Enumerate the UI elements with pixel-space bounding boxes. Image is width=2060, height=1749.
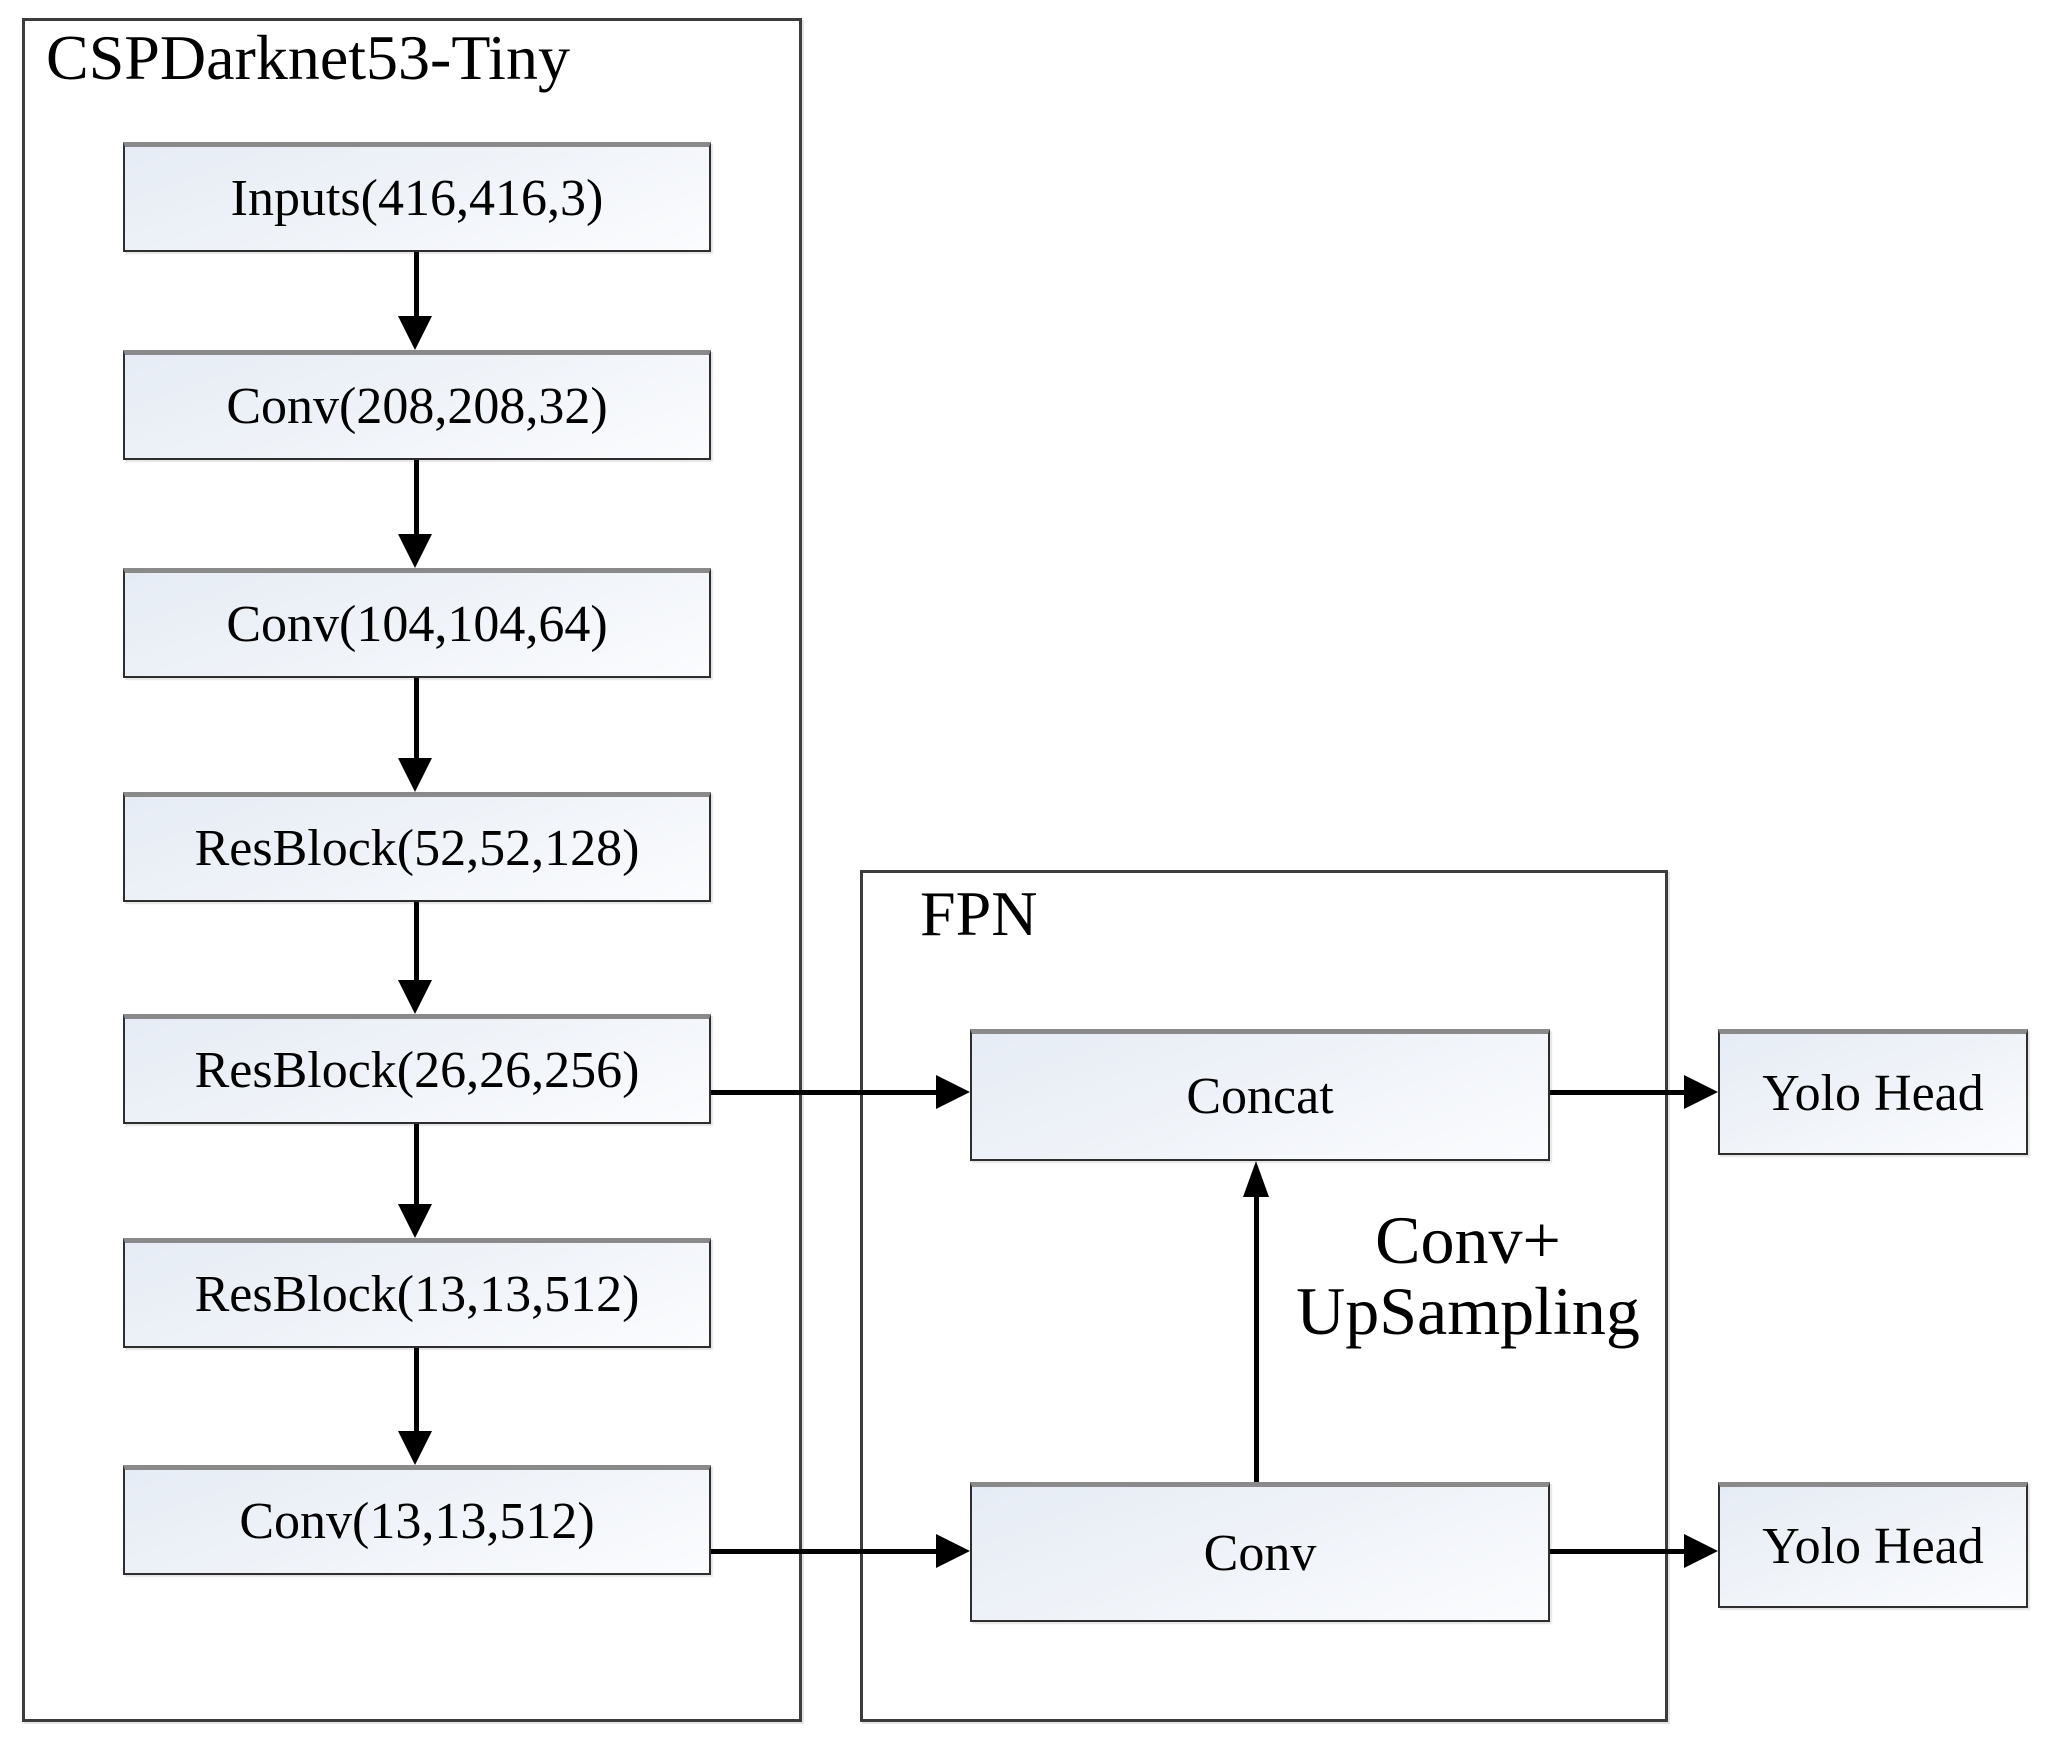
node-conv208-label: Conv(208,208,32) xyxy=(226,377,608,435)
arrowhead-fpnconv-to-concat xyxy=(1243,1161,1269,1197)
node-resblock52[interactable]: ResBlock(52,52,128) xyxy=(123,792,711,902)
node-inputs-label: Inputs(416,416,3) xyxy=(230,169,604,227)
group-backbone-title: CSPDarknet53-Tiny xyxy=(46,22,570,93)
node-resblock13-label: ResBlock(13,13,512) xyxy=(194,1265,640,1323)
node-conv104-label: Conv(104,104,64) xyxy=(226,595,608,653)
node-yolo-head-top-label: Yolo Head xyxy=(1762,1064,1984,1122)
arrowhead-resblock13-to-conv13 xyxy=(398,1431,432,1465)
arrowhead-resblock26-to-concat xyxy=(936,1075,970,1109)
node-conv104[interactable]: Conv(104,104,64) xyxy=(123,568,711,678)
edge-fpnconv-to-yolo-head-bottom xyxy=(1550,1549,1684,1554)
group-fpn-title: FPN xyxy=(920,878,1038,949)
edge-resblock13-to-conv13 xyxy=(414,1348,419,1433)
edge-resblock26-to-resblock13 xyxy=(414,1124,419,1206)
node-yolo-head-top[interactable]: Yolo Head xyxy=(1718,1029,2028,1155)
annotation-conv-upsampling: Conv+ UpSampling xyxy=(1296,1202,1640,1350)
edge-conv104-to-resblock52 xyxy=(414,678,419,760)
edge-resblock52-to-resblock26 xyxy=(414,902,419,982)
node-fpn-conv[interactable]: Conv xyxy=(970,1482,1550,1622)
node-resblock13[interactable]: ResBlock(13,13,512) xyxy=(123,1238,711,1348)
node-resblock26[interactable]: ResBlock(26,26,256) xyxy=(123,1014,711,1124)
node-resblock26-label: ResBlock(26,26,256) xyxy=(194,1041,640,1099)
edge-fpnconv-to-concat xyxy=(1254,1196,1259,1482)
node-concat-label: Concat xyxy=(1186,1067,1334,1125)
arrowhead-conv104-to-resblock52 xyxy=(398,758,432,792)
node-yolo-head-bottom-label: Yolo Head xyxy=(1762,1517,1984,1575)
arrowhead-concat-to-yolo-head-top xyxy=(1684,1075,1718,1109)
arrowhead-conv208-to-conv104 xyxy=(398,534,432,568)
edge-concat-to-yolo-head-top xyxy=(1550,1090,1684,1095)
arrowhead-inputs-to-conv208 xyxy=(398,316,432,350)
node-inputs[interactable]: Inputs(416,416,3) xyxy=(123,142,711,252)
arrowhead-conv13-to-fpnconv xyxy=(936,1534,970,1568)
node-resblock52-label: ResBlock(52,52,128) xyxy=(194,819,640,877)
node-yolo-head-bottom[interactable]: Yolo Head xyxy=(1718,1482,2028,1608)
node-conv208[interactable]: Conv(208,208,32) xyxy=(123,350,711,460)
arrowhead-fpnconv-to-yolo-head-bottom xyxy=(1684,1534,1718,1568)
node-fpn-conv-label: Conv xyxy=(1203,1524,1317,1582)
edge-resblock26-to-concat xyxy=(711,1090,936,1095)
node-concat[interactable]: Concat xyxy=(970,1029,1550,1161)
edge-inputs-to-conv208 xyxy=(414,252,419,318)
arrowhead-resblock52-to-resblock26 xyxy=(398,980,432,1014)
node-conv13-label: Conv(13,13,512) xyxy=(239,1492,595,1550)
edge-conv13-to-fpnconv xyxy=(711,1549,936,1554)
arrowhead-resblock26-to-resblock13 xyxy=(398,1204,432,1238)
node-conv13[interactable]: Conv(13,13,512) xyxy=(123,1465,711,1575)
edge-conv208-to-conv104 xyxy=(414,460,419,536)
